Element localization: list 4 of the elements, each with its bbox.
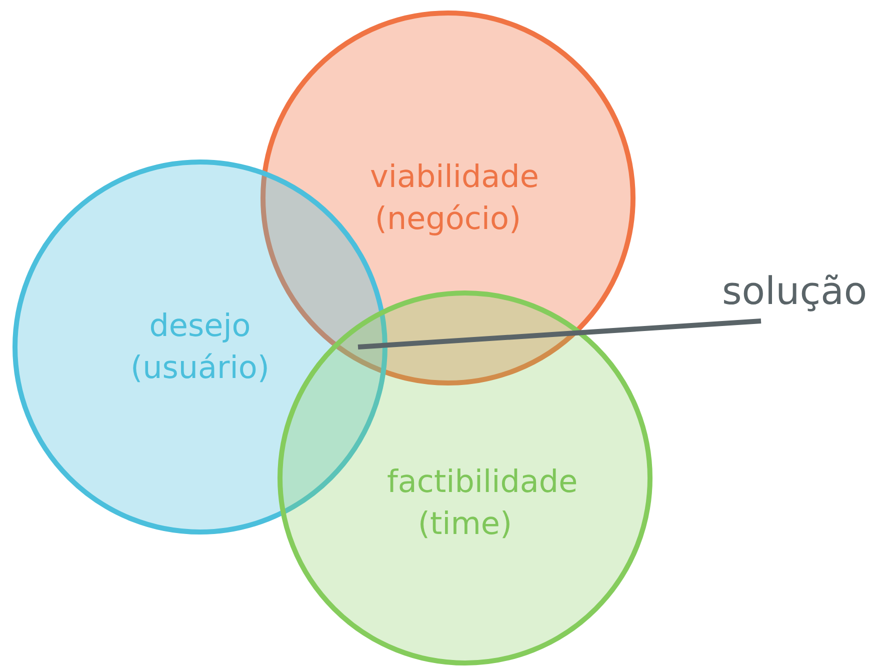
circle-label: viabilidade (negócio) <box>369 158 540 239</box>
circle-label: desejo (usuário) <box>130 307 270 388</box>
callout-text: solução <box>722 269 868 313</box>
circle-label: factibilidade (time) <box>386 463 579 544</box>
